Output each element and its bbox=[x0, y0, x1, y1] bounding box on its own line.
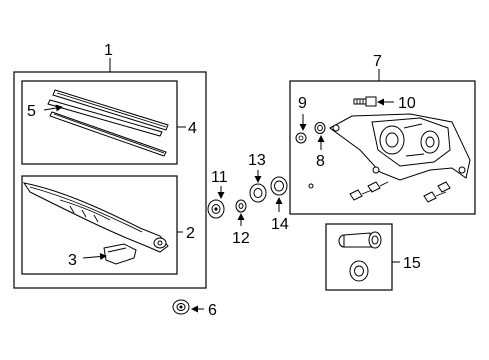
wiper-motor bbox=[329, 113, 471, 181]
callout-3: 3 bbox=[68, 252, 77, 269]
seal-13 bbox=[249, 183, 267, 203]
callout-1: 1 bbox=[104, 42, 113, 59]
washer-14 bbox=[270, 176, 288, 196]
callout-12: 12 bbox=[232, 230, 250, 247]
wiper-arm-assembly-group: 1 4 5 2 3 bbox=[13, 42, 207, 289]
wiper-motor-assembly-group: 7 10 9 8 bbox=[289, 53, 476, 215]
washer-12 bbox=[235, 199, 247, 213]
nut-6 bbox=[172, 299, 190, 315]
callout-13: 13 bbox=[248, 152, 266, 169]
arm-cap bbox=[103, 243, 137, 265]
seal-kit-group: 15 bbox=[325, 223, 421, 291]
wiper-arm bbox=[22, 182, 169, 253]
callout-10: 10 bbox=[398, 95, 416, 112]
callout-2: 2 bbox=[186, 225, 195, 242]
callout-11: 11 bbox=[211, 169, 228, 186]
wiper-arm-frame bbox=[21, 175, 178, 275]
blade-rubber bbox=[47, 89, 169, 157]
callout-7: 7 bbox=[373, 53, 382, 70]
callout-9: 9 bbox=[298, 95, 307, 112]
nut-9 bbox=[295, 132, 307, 144]
grommet-11 bbox=[207, 199, 225, 219]
seal-ring bbox=[349, 260, 369, 282]
callout-4: 4 bbox=[188, 120, 197, 137]
seal-kit-frame bbox=[325, 223, 393, 291]
bolt-10 bbox=[353, 96, 377, 107]
mounting-bolts bbox=[308, 181, 451, 203]
callout-6: 6 bbox=[208, 302, 217, 319]
callout-15: 15 bbox=[403, 255, 421, 272]
motor-assembly-frame bbox=[289, 80, 476, 215]
seal-tube bbox=[338, 231, 382, 249]
callout-14: 14 bbox=[271, 216, 289, 233]
grommet-8 bbox=[314, 122, 326, 134]
callout-8: 8 bbox=[316, 153, 325, 170]
blade-rubber-frame bbox=[21, 80, 178, 165]
callout-5: 5 bbox=[27, 103, 36, 120]
